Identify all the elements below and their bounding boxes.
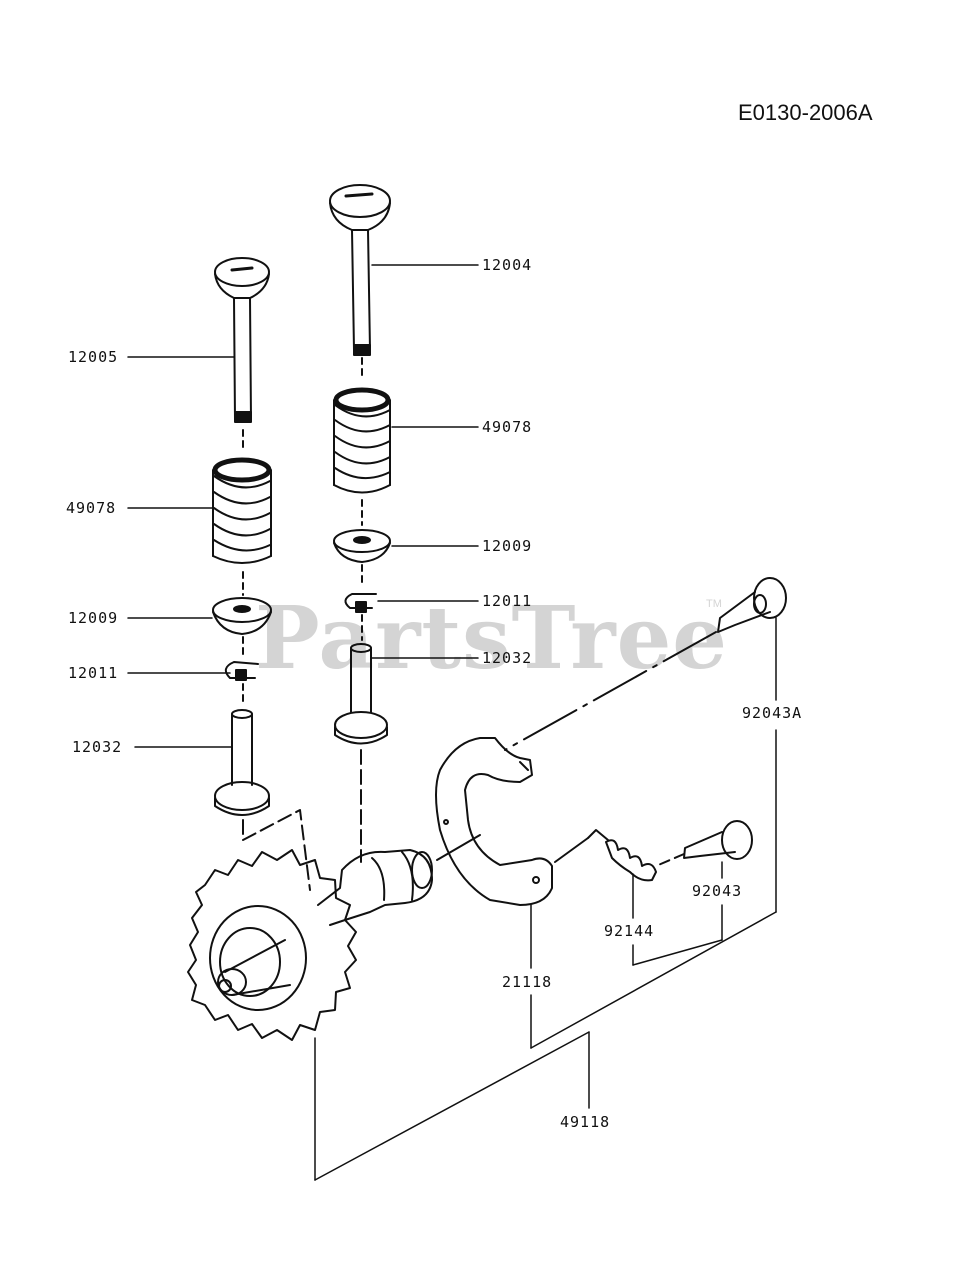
camshaft-gear [187,849,357,1041]
part-label-12009-right[interactable]: 12009 [482,537,533,555]
part-label-12009-left[interactable]: 12009 [68,609,119,627]
tappet-12032-left [214,709,270,816]
governor-arm [435,737,553,906]
part-label-12032-right[interactable]: 12032 [482,649,533,667]
part-label-12005[interactable]: 12005 [68,348,119,366]
trademark-mark: TM [706,598,722,610]
part-label-12011-right[interactable]: 12011 [482,592,533,610]
part-label-21118[interactable]: 21118 [502,973,553,991]
collet-12011-left [224,661,259,681]
pin-92043A [717,577,787,633]
collet-12011-right [344,593,377,613]
tappet-12032-right [334,643,388,745]
part-label-12004[interactable]: 12004 [482,256,533,274]
part-label-92144[interactable]: 92144 [604,922,655,940]
part-label-12032-left[interactable]: 12032 [72,738,123,756]
valve-12004 [329,184,391,356]
retainer-12009-right [333,529,391,563]
part-label-92043A[interactable]: 92043A [742,704,803,722]
part-label-92043[interactable]: 92043 [692,882,743,900]
part-label-12011-left[interactable]: 12011 [68,664,119,682]
retainer-12009-left [212,597,272,635]
camshaft-lobes [317,849,433,926]
spring-49078-left [212,457,272,564]
part-label-49118[interactable]: 49118 [560,1113,611,1131]
spring-49078-right [333,387,391,494]
valve-12005 [214,257,270,423]
leader-lines [127,264,777,1181]
diagram-reference-number: E0130-2006A [738,100,873,125]
spring-92144 [587,829,657,882]
part-label-49078-left[interactable]: 49078 [66,499,117,517]
pin-92043 [683,820,753,860]
watermark: PartsTree [255,588,729,689]
part-label-49078-right[interactable]: 49078 [482,418,533,436]
